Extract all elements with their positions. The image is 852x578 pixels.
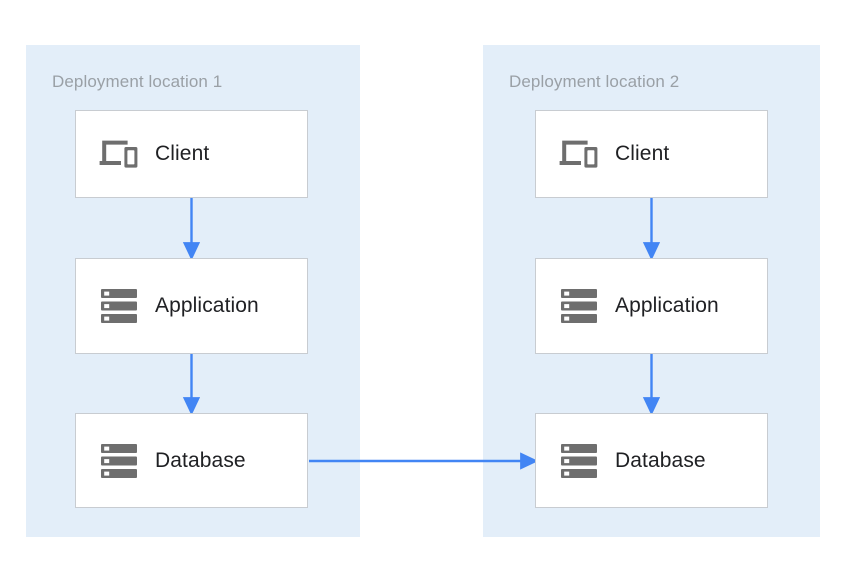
server-icon xyxy=(557,286,601,326)
node-label-client-2: Client xyxy=(615,142,670,165)
deployment-zone-1-title: Deployment location 1 xyxy=(52,72,223,91)
devices-icon xyxy=(97,134,141,174)
node-label-database-2: Database xyxy=(615,448,706,472)
server-icon xyxy=(97,286,141,326)
devices-icon xyxy=(557,134,601,174)
server-icon xyxy=(97,441,141,481)
node-label-database-1: Database xyxy=(155,448,246,472)
node-label-application-1: Application xyxy=(155,294,259,317)
node-client-1[interactable]: Client xyxy=(75,110,308,198)
node-application-2[interactable]: Application xyxy=(535,258,768,354)
node-label-application-2: Application xyxy=(615,294,719,317)
node-application-1[interactable]: Application xyxy=(75,258,308,354)
node-client-2[interactable]: Client xyxy=(535,110,768,198)
node-label-client-1: Client xyxy=(155,142,210,165)
deployment-zone-2-title: Deployment location 2 xyxy=(509,72,680,91)
node-database-2[interactable]: Database xyxy=(535,413,768,508)
server-icon xyxy=(557,441,601,481)
node-database-1[interactable]: Database xyxy=(75,413,308,508)
